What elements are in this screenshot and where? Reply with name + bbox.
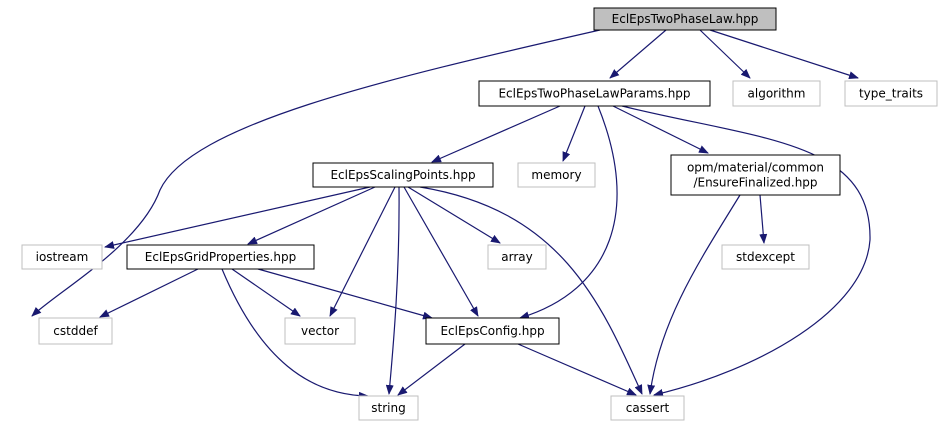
node-box-config — [425, 317, 560, 345]
edge-scaling-to-config — [403, 186, 479, 317]
node-box-ensure — [670, 154, 841, 196]
node-label-cstddef: cstddef — [53, 324, 98, 338]
edge-gridprops-to-cstddef — [99, 268, 199, 318]
node-label-cassert: cassert — [626, 401, 670, 415]
node-box-memory — [517, 162, 596, 188]
node-label-string: string — [371, 401, 405, 415]
node-label-memory: memory — [531, 168, 581, 182]
edge-config-to-cassert — [517, 343, 637, 396]
edge-params-to-memory — [562, 105, 586, 162]
edge-scaling-to-string — [385, 186, 400, 395]
node-ensure[interactable]: opm/material/common/EnsureFinalized.hpp — [670, 154, 841, 196]
node-type_traits: type_traits — [844, 80, 938, 107]
node-vector: vector — [284, 317, 356, 345]
node-params[interactable]: EclEpsTwoPhaseLawParams.hpp — [478, 80, 711, 107]
edge-root-to-cstddef — [31, 29, 601, 317]
edge-scaling-to-array — [407, 186, 501, 244]
edge-params-to-ensure — [612, 105, 709, 154]
edge-scaling-to-vector — [329, 186, 396, 317]
node-box-type_traits — [844, 80, 938, 107]
node-label-ensure-line-0: opm/material/common — [687, 161, 824, 175]
node-box-vector — [284, 317, 356, 345]
node-scaling[interactable]: EclEpsScalingPoints.hpp — [312, 162, 494, 188]
node-box-root — [593, 7, 777, 31]
edge-params-to-config — [519, 105, 618, 320]
node-box-array — [487, 244, 547, 270]
node-box-cassert — [610, 395, 685, 421]
node-label-stdexcept: stdexcept — [736, 250, 795, 264]
node-cstddef: cstddef — [38, 317, 113, 345]
node-box-string — [358, 395, 419, 421]
node-array: array — [487, 244, 547, 270]
node-label-iostream: iostream — [36, 250, 89, 264]
edge-gridprops-to-string — [221, 268, 369, 400]
node-label-algorithm: algorithm — [748, 87, 806, 101]
edge-params-to-cassert — [621, 105, 871, 397]
node-cassert: cassert — [610, 395, 685, 421]
node-label-type_traits: type_traits — [859, 87, 923, 101]
node-box-params — [478, 80, 711, 107]
node-string: string — [358, 395, 419, 421]
node-box-iostream — [21, 244, 103, 270]
node-label-config: EclEpsConfig.hpp — [440, 324, 544, 338]
edge-config-to-string — [397, 343, 466, 396]
node-iostream: iostream — [21, 244, 103, 270]
node-box-gridprops — [126, 244, 315, 270]
node-label-vector: vector — [301, 324, 339, 338]
node-box-stdexcept — [721, 244, 810, 270]
edge-params-to-scaling — [431, 105, 561, 163]
nodes-layer: EclEpsTwoPhaseLaw.hppEclEpsTwoPhaseLawPa… — [21, 7, 938, 421]
node-gridprops[interactable]: EclEpsGridProperties.hpp — [126, 244, 315, 270]
node-box-algorithm — [732, 80, 821, 107]
node-box-cstddef — [38, 317, 113, 345]
node-label-params: EclEpsTwoPhaseLawParams.hpp — [498, 87, 690, 101]
edge-scaling-to-cassert — [419, 186, 643, 395]
edge-ensure-to-stdexcept — [759, 194, 768, 244]
node-config[interactable]: EclEpsConfig.hpp — [425, 317, 560, 345]
node-label-scaling: EclEpsScalingPoints.hpp — [330, 168, 475, 182]
node-root: EclEpsTwoPhaseLaw.hpp — [593, 7, 777, 31]
edge-scaling-to-gridprops — [247, 186, 376, 245]
node-algorithm: algorithm — [732, 80, 821, 107]
edges-layer — [31, 29, 871, 400]
edge-root-to-type_traits — [709, 29, 859, 80]
node-stdexcept: stdexcept — [721, 244, 810, 270]
node-box-scaling — [312, 162, 494, 188]
edge-scaling-to-iostream — [104, 186, 371, 249]
edge-ensure-to-cassert — [647, 194, 741, 395]
edge-gridprops-to-vector — [231, 268, 301, 317]
node-label-root: EclEpsTwoPhaseLaw.hpp — [612, 12, 759, 26]
edge-root-to-algorithm — [699, 29, 751, 79]
node-label-ensure-line-1: /EnsureFinalized.hpp — [693, 176, 817, 190]
edge-root-to-params — [609, 29, 667, 79]
node-label-gridprops: EclEpsGridProperties.hpp — [145, 250, 296, 264]
edge-gridprops-to-config — [257, 268, 433, 320]
node-memory: memory — [517, 162, 596, 188]
node-label-array: array — [501, 250, 532, 264]
